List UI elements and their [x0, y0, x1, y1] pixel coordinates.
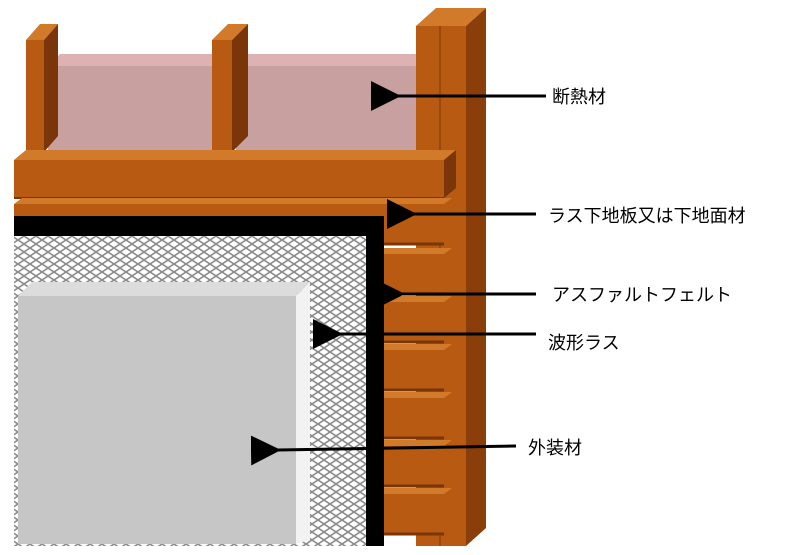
insulation-panel-left-top	[48, 54, 225, 66]
insulation-panel-right-top	[236, 54, 428, 66]
horizontal-beam	[14, 150, 456, 199]
label-lath-board: ラス下地板又は下地面材	[548, 206, 746, 227]
label-exterior-finish: 外装材	[528, 438, 582, 459]
insulation-panel-left	[48, 66, 213, 152]
lath-board-top-edge	[14, 198, 452, 204]
arrow-exterior-finish	[250, 435, 517, 466]
callout-labels: 断熱材 ラス下地板又は下地面材 アスファルトフェルト 波形ラス 外装材	[528, 87, 746, 459]
insulation-panels	[48, 54, 428, 152]
insulation-panel-right	[236, 66, 416, 152]
label-asphalt-felt: アスファルトフェルト	[552, 285, 732, 306]
label-insulation: 断熱材	[552, 87, 606, 108]
exterior-finish-board	[18, 282, 310, 544]
studs	[26, 24, 248, 152]
label-corrugated-lath: 波形ラス	[548, 333, 620, 354]
callout-arrows	[250, 81, 546, 466]
